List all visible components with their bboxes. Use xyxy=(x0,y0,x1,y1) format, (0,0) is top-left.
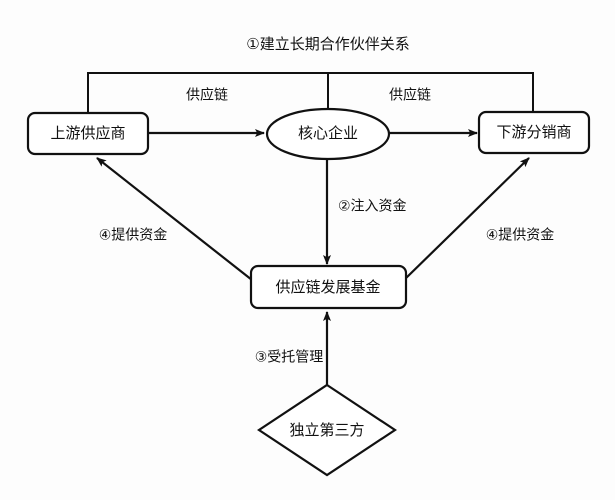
node-upstream-supplier-shape xyxy=(26,111,150,156)
node-core-enterprise-shape xyxy=(265,107,391,161)
node-development-fund[interactable]: 供应链发展基金 xyxy=(249,264,408,310)
partnership-annotation-label: ①建立长期合作伙伴关系 xyxy=(246,36,409,53)
node-downstream-distributor-shape xyxy=(477,110,591,155)
node-independent-third-party-label: 独立第三方 xyxy=(289,421,364,439)
node-upstream-supplier-label: 上游供应商 xyxy=(50,124,125,142)
edge-label-entrusted-management: ③受托管理 xyxy=(255,349,324,365)
node-core-enterprise[interactable]: 核心企业 xyxy=(265,107,391,161)
node-upstream-supplier[interactable]: 上游供应商 xyxy=(26,111,150,156)
node-development-fund-label: 供应链发展基金 xyxy=(275,278,380,296)
edge-partnership-bracket xyxy=(87,72,534,114)
edge-label-provide-capital-right: ④提供资金 xyxy=(486,227,555,243)
node-development-fund-shape xyxy=(249,264,408,310)
node-independent-third-party-shape xyxy=(257,383,397,477)
node-downstream-distributor[interactable]: 下游分销商 xyxy=(477,110,591,155)
partnership-bracket-path xyxy=(87,72,534,114)
node-core-enterprise-label: 核心企业 xyxy=(298,124,358,142)
edge-label-inject-capital: ②注入资金 xyxy=(338,198,407,214)
edge-label-supply-chain-right: 供应链 xyxy=(389,87,431,103)
edge-fund-to-supplier xyxy=(96,157,253,281)
edge-label-supply-chain-left: 供应链 xyxy=(186,87,228,103)
node-downstream-distributor-label: 下游分销商 xyxy=(496,124,571,141)
edge-label-provide-capital-left: ④提供资金 xyxy=(99,227,168,243)
edge-fund-to-distributor xyxy=(403,157,530,281)
node-independent-third-party[interactable]: 独立第三方 xyxy=(257,383,397,477)
